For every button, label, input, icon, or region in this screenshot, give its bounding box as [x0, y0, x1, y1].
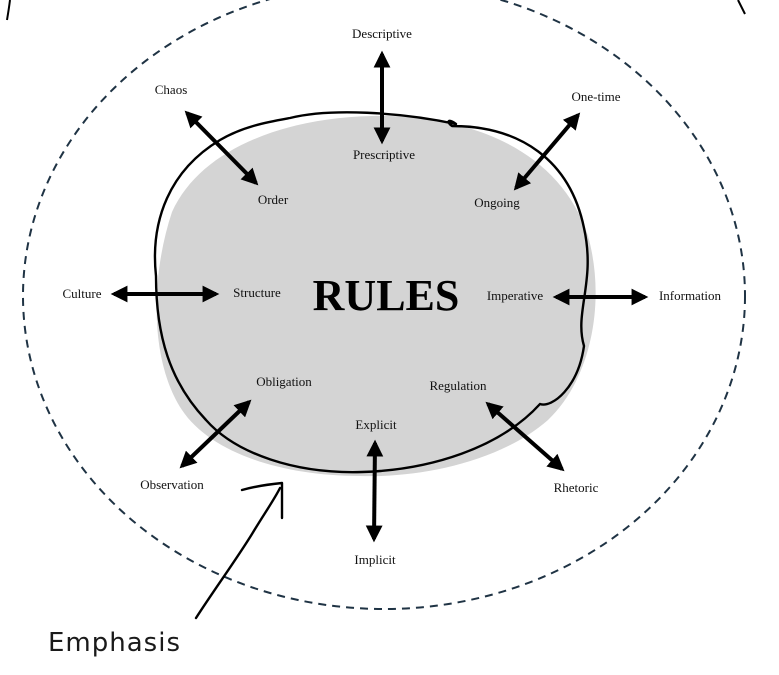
label-culture: Culture [63, 286, 102, 301]
outer-dashed-boundary [22, 0, 746, 610]
arrow-regulation [485, 401, 565, 472]
label-regulation: Regulation [429, 378, 487, 393]
annotation-arrow-head [240, 481, 284, 520]
label-prescriptive: Prescriptive [353, 147, 415, 162]
label-information: Information [659, 288, 722, 303]
label-structure: Structure [233, 285, 281, 300]
label-one-time: One-time [571, 89, 620, 104]
edge-stroke-left [6, 0, 11, 21]
label-ongoing: Ongoing [474, 195, 520, 210]
core-shape [156, 115, 596, 477]
arrow-order [184, 110, 259, 186]
label-imperative: Imperative [487, 288, 544, 303]
arrow-group [110, 50, 649, 543]
edge-stroke-right [737, 0, 746, 15]
label-observation: Observation [140, 477, 204, 492]
label-chaos: Chaos [155, 82, 188, 97]
label-explicit: Explicit [355, 417, 397, 432]
arrow-obligation [179, 399, 252, 469]
annotation-arrow-shaft [194, 486, 282, 620]
label-rhetoric: Rhetoric [554, 480, 599, 495]
label-obligation: Obligation [256, 374, 312, 389]
arrow-explicit [365, 439, 384, 543]
label-group: Prescriptive Descriptive Ongoing One-tim… [63, 26, 722, 567]
label-order: Order [258, 192, 289, 207]
label-descriptive: Descriptive [352, 26, 412, 41]
label-implicit: Implicit [354, 552, 396, 567]
annotation-emphasis: Emphasis [48, 628, 181, 658]
arrow-ongoing [513, 112, 581, 191]
diagram-title: RULES [313, 271, 460, 320]
